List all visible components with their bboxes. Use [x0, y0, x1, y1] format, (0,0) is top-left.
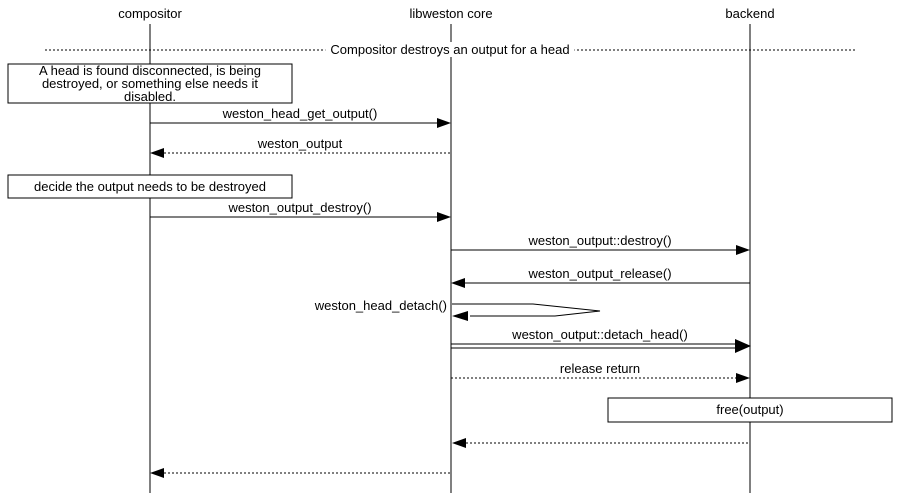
action-label-free-output: free(output)	[716, 402, 784, 417]
arrowhead-left-icon	[452, 311, 468, 321]
arrowhead-left-icon	[150, 148, 164, 158]
note-disconnected-line2: destroyed, or something else needs it	[41, 76, 259, 91]
action-box-free-output	[607, 397, 893, 423]
divider-label: Compositor destroys an output for a head	[325, 42, 575, 57]
arrowhead-left-icon	[451, 278, 465, 288]
arrow-weston-output-return	[150, 148, 451, 158]
message-label-weston-output-detach-head: weston_output::detach_head()	[512, 327, 688, 342]
note-disconnected-line1: A head is found disconnected, is being	[39, 63, 261, 78]
arrowhead-right-icon	[437, 212, 451, 222]
arrow-weston-head-get-output	[150, 118, 451, 128]
arrow-weston-output-release	[451, 278, 750, 288]
arrow-weston-output-destroy-vfunc	[451, 245, 750, 255]
arrowhead-right-icon	[437, 118, 451, 128]
arrow-weston-output-destroy	[150, 212, 451, 222]
message-label-weston-output-destroy-vfunc: weston_output::destroy()	[528, 233, 672, 248]
arrowhead-right-icon	[736, 373, 750, 383]
note-box-decide	[7, 174, 293, 199]
arrow-unlabeled-return-backend	[452, 438, 750, 448]
arrow-release-return	[451, 373, 750, 383]
actor-label-compositor: compositor	[118, 6, 182, 21]
actor-label-libweston-core: libweston core	[409, 6, 493, 21]
message-label-weston-head-get-output: weston_head_get_output()	[222, 106, 378, 121]
message-label-weston-output-destroy: weston_output_destroy()	[228, 200, 372, 215]
message-label-weston-output: weston_output	[257, 136, 343, 151]
note-disconnected: A head is found disconnected, is being d…	[9, 63, 291, 104]
note-disconnected-line3: disabled.	[123, 89, 177, 104]
message-label-release-return: release return	[559, 361, 641, 376]
arrow-weston-output-detach-head	[451, 339, 751, 353]
arrow-weston-head-detach-self	[452, 303, 601, 321]
message-label-weston-head-detach: weston_head_detach()	[314, 298, 447, 313]
arrowhead-right-icon	[735, 339, 751, 353]
message-label-weston-output-release: weston_output_release()	[528, 266, 672, 281]
note-box-disconnected	[7, 63, 293, 104]
arrowhead-right-icon	[736, 245, 750, 255]
note-decide: decide the output needs to be destroyed	[33, 179, 266, 194]
arrowhead-left-icon	[452, 438, 466, 448]
actor-label-backend: backend	[725, 6, 775, 21]
arrowhead-left-icon	[150, 468, 164, 478]
arrow-unlabeled-return-libweston	[150, 468, 451, 478]
